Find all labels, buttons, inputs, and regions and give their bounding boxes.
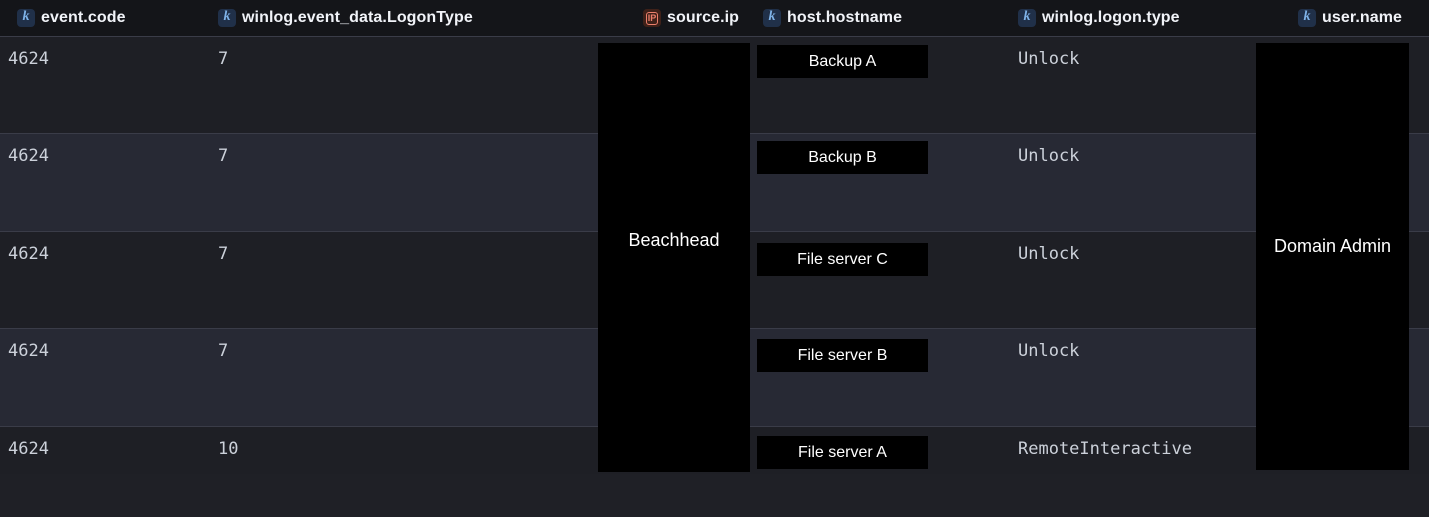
cell-winlog-logon-type: Unlock (1018, 146, 1080, 166)
cell-winlog-logon-type: Unlock (1018, 49, 1080, 69)
column-label: source.ip (667, 9, 740, 26)
redaction-label: File server C (797, 250, 888, 268)
table-header: k event.code k winlog.event_data.LogonTy… (0, 0, 1429, 37)
cell-logon-type-code: 10 (218, 439, 239, 459)
column-label: winlog.event_data.LogonType (242, 9, 473, 26)
column-header-event-code[interactable]: k event.code (0, 0, 210, 36)
column-header-host-hostname[interactable]: k host.hostname (755, 0, 1010, 36)
column-header-source-ip[interactable]: IP source.ip (635, 0, 755, 36)
redaction-overlay-source-ip: Beachhead (598, 43, 750, 472)
column-header-logon-type-code[interactable]: k winlog.event_data.LogonType (210, 0, 635, 36)
cell-logon-type-code: 7 (218, 146, 229, 166)
cell-event-code: 4624 (8, 49, 49, 69)
keyword-type-icon: k (17, 9, 35, 27)
column-label: user.name (1322, 9, 1403, 26)
cell-winlog-logon-type: Unlock (1018, 244, 1080, 264)
column-label: host.hostname (787, 9, 903, 26)
cell-event-code: 4624 (8, 146, 49, 166)
column-header-user-name[interactable]: k user.name (1290, 0, 1429, 36)
redaction-overlay-user-name: Domain Admin (1256, 43, 1409, 470)
redaction-overlay-hostname: File server B (757, 339, 928, 372)
redaction-label: Backup A (808, 52, 877, 70)
column-label: winlog.logon.type (1042, 9, 1180, 26)
cell-logon-type-code: 7 (218, 49, 229, 69)
column-label: event.code (41, 9, 126, 26)
cell-event-code: 4624 (8, 244, 49, 264)
cell-logon-type-code: 7 (218, 244, 229, 264)
keyword-type-icon: k (763, 9, 781, 27)
keyword-type-icon: k (1018, 9, 1036, 27)
redaction-label: File server A (798, 443, 887, 461)
keyword-type-icon: k (1298, 9, 1316, 27)
cell-winlog-logon-type: RemoteInteractive (1018, 439, 1192, 459)
cell-event-code: 4624 (8, 341, 49, 361)
redaction-label: Backup B (808, 148, 877, 166)
redaction-overlay-hostname: File server C (757, 243, 928, 276)
column-header-winlog-logon-type[interactable]: k winlog.logon.type (1010, 0, 1290, 36)
ip-type-icon: IP (643, 9, 661, 27)
redaction-label: File server B (797, 346, 888, 364)
redaction-overlay-hostname: File server A (757, 436, 928, 469)
cell-event-code: 4624 (8, 439, 49, 459)
redaction-label: Beachhead (628, 230, 720, 250)
cell-logon-type-code: 7 (218, 341, 229, 361)
redaction-overlay-hostname: Backup A (757, 45, 928, 78)
keyword-type-icon: k (218, 9, 236, 27)
redaction-label: Domain Admin (1273, 236, 1392, 256)
redaction-overlay-hostname: Backup B (757, 141, 928, 174)
cell-winlog-logon-type: Unlock (1018, 341, 1080, 361)
